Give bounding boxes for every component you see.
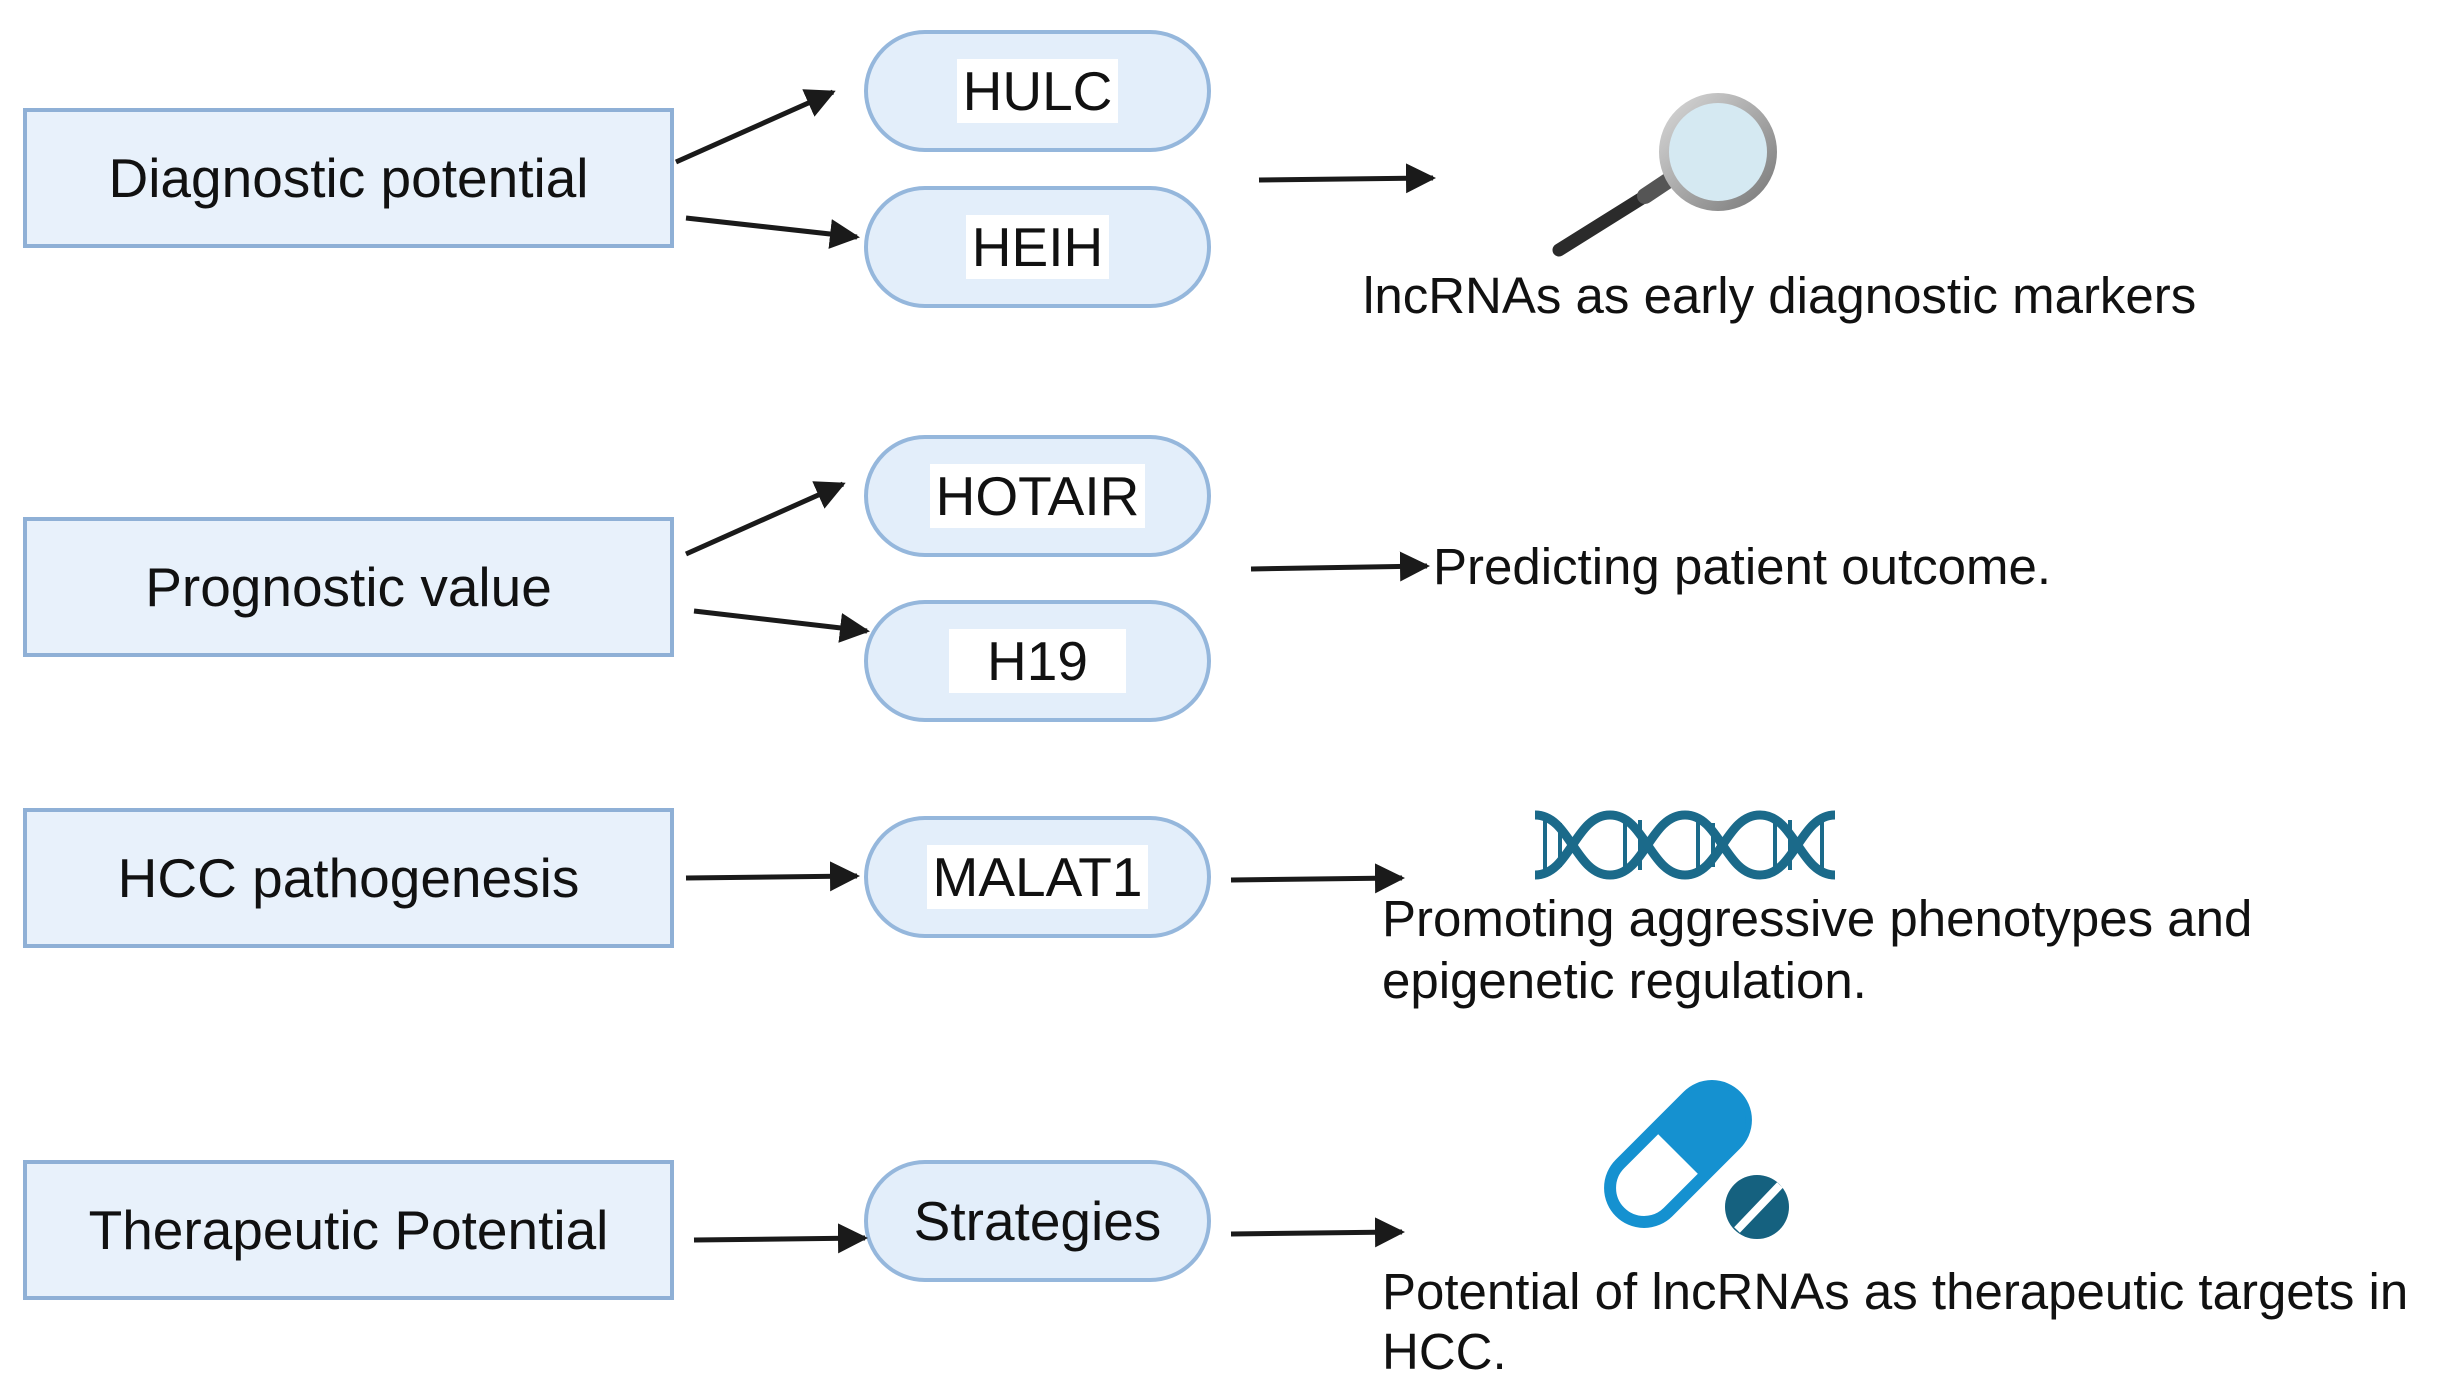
category-label-therapeutic: Therapeutic Potential: [88, 1199, 609, 1261]
arrow-prognostic-to-hotair: [684, 481, 846, 557]
arrow-therapeutic-outcome: [1230, 1217, 1405, 1248]
lncrna-pill-hotair: HOTAIR: [864, 435, 1211, 557]
category-box-therapeutic: Therapeutic Potential: [23, 1160, 674, 1300]
outcome-pathogenesis-line2: epigenetic regulation.: [1382, 952, 1867, 1009]
outcome-prognostic: Predicting patient outcome.: [1433, 538, 2052, 595]
category-box-pathogenesis: HCC pathogenesis: [23, 808, 674, 948]
lncrna-label-hotair: HOTAIR: [929, 464, 1146, 528]
arrow-pathogenesis-to-malat1: [685, 861, 860, 892]
lncrna-label-heih: HEIH: [965, 215, 1110, 279]
outcome-pathogenesis-line1: Promoting aggressive phenotypes and: [1382, 890, 2253, 947]
arrow-diagnostic-outcome: [1258, 163, 1436, 194]
category-box-diagnostic: Diagnostic potential: [23, 108, 674, 248]
arrow-prognostic-to-h19: [693, 608, 870, 643]
category-box-prognostic: Prognostic value: [23, 517, 674, 657]
arrow-prognostic-outcome: [1250, 551, 1430, 582]
lncrna-pill-h19: H19: [864, 600, 1211, 722]
lncrna-label-strategies: Strategies: [913, 1190, 1162, 1252]
lncrna-pill-hulc: HULC: [864, 30, 1211, 152]
outcome-therapeutic-line2: HCC.: [1382, 1323, 1507, 1380]
lncrna-label-malat1: MALAT1: [926, 845, 1149, 909]
lncrna-pill-heih: HEIH: [864, 186, 1211, 308]
arrow-diagnostic-to-hulc: [674, 89, 836, 165]
lncrna-label-h19: H19: [949, 629, 1126, 693]
arrow-therapeutic-to-strategies: [693, 1223, 868, 1254]
arrow-pathogenesis-outcome: [1230, 863, 1405, 894]
dna-helix-icon: [1534, 810, 1836, 880]
category-label-pathogenesis: HCC pathogenesis: [117, 847, 580, 909]
outcome-therapeutic-line1: Potential of lncRNAs as therapeutic targ…: [1382, 1263, 2409, 1320]
lncrna-pill-malat1: MALAT1: [864, 816, 1211, 938]
lncrna-pill-strategies: Strategies: [864, 1160, 1211, 1282]
lncrna-label-hulc: HULC: [956, 59, 1119, 123]
pill-capsule-icon: [1604, 1080, 1789, 1239]
category-label-prognostic: Prognostic value: [145, 556, 552, 618]
category-label-diagnostic: Diagnostic potential: [108, 147, 589, 209]
magnifying-glass-icon: [1552, 93, 1777, 257]
arrow-diagnostic-to-heih: [685, 215, 860, 249]
outcome-diagnostic: lncRNAs as early diagnostic markers: [1363, 267, 2197, 324]
